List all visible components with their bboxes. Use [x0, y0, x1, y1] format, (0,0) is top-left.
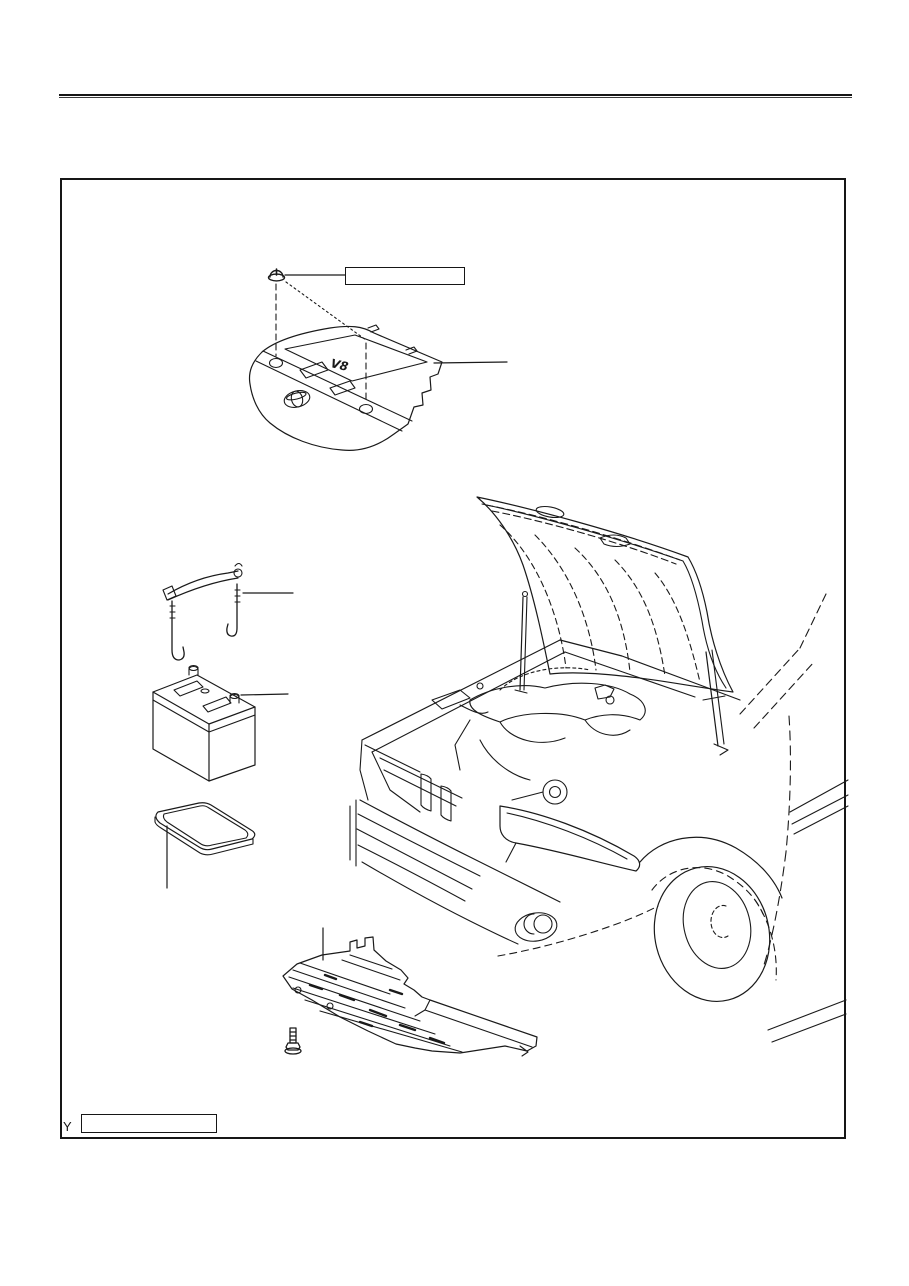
vehicle-front-hood-open-icon — [350, 497, 848, 1042]
fog-light-icon — [513, 910, 559, 944]
toyota-logo-icon — [282, 388, 311, 410]
callout-box-cover-nut — [345, 267, 465, 285]
wheel-rim-icon — [674, 874, 759, 975]
battery-tray-icon — [155, 803, 255, 888]
under-cover-bolt-icon — [285, 1028, 301, 1054]
cover-grommet — [270, 359, 283, 368]
engine-under-cover-icon — [283, 928, 537, 1056]
cab-outline — [740, 594, 848, 1042]
headlight-icon — [500, 806, 640, 871]
callout-box-figure-code — [81, 1114, 217, 1133]
battery-hold-down-clamp-icon — [163, 564, 293, 661]
engine-badge-text: V8 — [329, 356, 349, 374]
corner-letter-label: Y — [63, 1119, 72, 1134]
front-fascia — [350, 745, 658, 956]
hood-hinge — [703, 650, 728, 755]
figure-frame — [60, 178, 846, 1139]
front-wheel — [640, 837, 784, 1013]
battery-terminal-icon — [230, 694, 239, 704]
tire-icon — [640, 854, 784, 1014]
engine-icon — [432, 668, 645, 804]
leader-line — [434, 362, 507, 363]
engine-room-cover-icon: V8 — [250, 325, 508, 450]
leader-line — [241, 694, 288, 695]
engine-bay — [360, 640, 740, 812]
header-divider — [59, 94, 852, 98]
battery-terminal-icon — [189, 666, 198, 676]
cap-nut-icon — [269, 269, 285, 281]
hood-panel — [477, 497, 733, 699]
engine-cover-assembly: V8 — [250, 269, 508, 450]
battery-icon — [153, 666, 288, 782]
